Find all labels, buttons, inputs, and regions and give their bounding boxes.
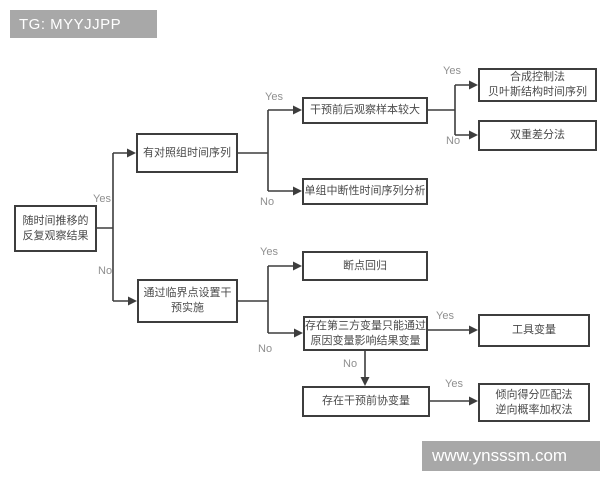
edge-label-thirdvar-yes: Yes [436, 310, 454, 322]
edge-label-cutoff-yes: Yes [260, 246, 278, 258]
edge-label-root-no: No [98, 265, 113, 277]
node-large-pre-post-sample: 干预前后观察样本较大 [302, 97, 428, 124]
node-synthetic-control-bsts: 合成控制法 贝叶斯结构时间序列 [478, 68, 597, 102]
edge-label-cutoff-no: No [258, 343, 273, 355]
edge-label-thirdvar-no: No [343, 358, 358, 370]
node-difference-in-differences: 双重差分法 [478, 120, 597, 151]
node-single-group-its: 单组中断性时间序列分析 [302, 178, 428, 205]
node-cutoff-intervention: 通过临界点设置干 预实施 [137, 279, 238, 323]
edge-label-covariate-yes: Yes [445, 378, 463, 390]
node-repeated-observations: 随时间推移的 反复观察结果 [14, 205, 97, 252]
edge-label-control-yes: Yes [265, 91, 283, 103]
node-third-variable-condition: 存在第三方变量只能通过 原因变量影响结果变量 [303, 316, 428, 351]
node-regression-discontinuity: 断点回归 [302, 251, 428, 281]
edge-label-control-no: No [260, 196, 275, 208]
node-pre-intervention-covariates: 存在干预前协变量 [302, 386, 430, 417]
edge-label-root-yes: Yes [93, 193, 111, 205]
node-has-control-group-series: 有对照组时间序列 [136, 133, 238, 173]
watermark-url-badge: www.ynsssm.com [422, 441, 600, 471]
edge-label-sample-yes: Yes [443, 65, 461, 77]
node-psm-ipw: 倾向得分匹配法 逆向概率加权法 [478, 383, 590, 422]
edge-label-sample-no: No [446, 135, 461, 147]
watermark-tg-badge: TG: MYYJJPP [10, 10, 157, 38]
node-instrumental-variable: 工具变量 [478, 314, 590, 347]
